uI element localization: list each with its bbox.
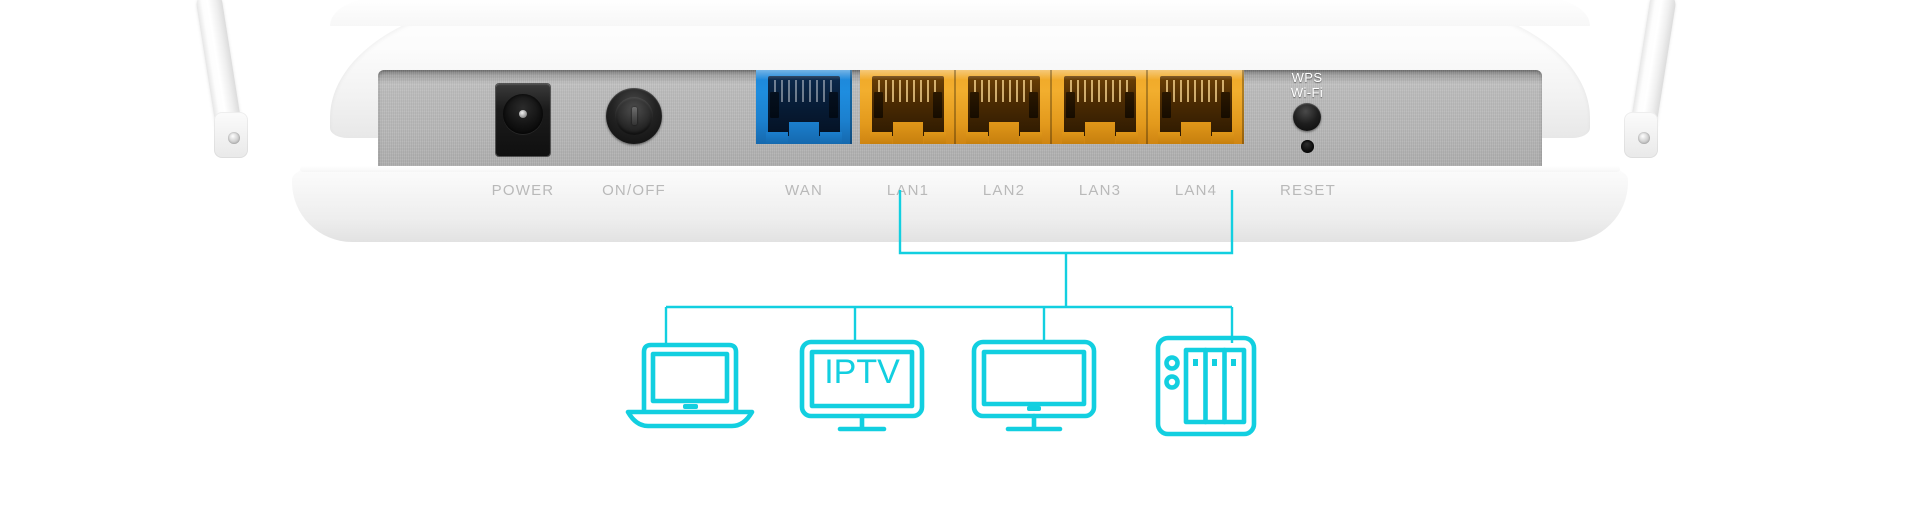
device-laptop[interactable] bbox=[620, 330, 760, 440]
power-jack-port[interactable] bbox=[496, 84, 550, 156]
label-lan2: LAN2 bbox=[982, 182, 1026, 199]
lan4-port-tab-notch bbox=[1181, 122, 1211, 144]
lan4-port[interactable] bbox=[1148, 70, 1244, 144]
lan4-port-shoulder-left bbox=[1158, 132, 1180, 144]
lan2-port-tab-notch bbox=[989, 122, 1019, 144]
lan2-port-clip-left bbox=[970, 92, 979, 118]
label-lan1: LAN1 bbox=[886, 182, 930, 199]
laptop-icon bbox=[625, 342, 755, 429]
wan-port-tab-notch bbox=[789, 122, 819, 144]
lan1-port-divider bbox=[954, 70, 956, 144]
wan-port-shoulder-right bbox=[820, 132, 842, 144]
lan3-port-tab-notch bbox=[1085, 122, 1115, 144]
label-lan3: LAN3 bbox=[1078, 182, 1122, 199]
monitor-icon bbox=[971, 339, 1097, 432]
lan1-port-pins bbox=[878, 80, 938, 102]
wan-port-clip-left bbox=[770, 92, 779, 118]
wan-port[interactable] bbox=[756, 70, 852, 144]
lan4-port-pins bbox=[1166, 80, 1226, 102]
device-monitor[interactable] bbox=[964, 330, 1104, 440]
lan1-port[interactable] bbox=[860, 70, 956, 144]
iptv-label: IPTV bbox=[824, 353, 900, 391]
router-body: WPS Wi-Fi POWER ON/OFF WAN LAN1 LAN2 LAN… bbox=[260, 0, 1660, 250]
lan3-port-shoulder-right bbox=[1116, 132, 1138, 144]
lan4-port-shoulder-right bbox=[1212, 132, 1234, 144]
lan3-port[interactable] bbox=[1052, 70, 1148, 144]
wan-port-gloss bbox=[756, 70, 852, 80]
wps-wifi-label: WPS Wi-Fi bbox=[1262, 70, 1352, 100]
lan1-port-gloss bbox=[860, 70, 956, 80]
lan1-port-shoulder-left bbox=[870, 132, 892, 144]
lan3-port-clip-left bbox=[1066, 92, 1075, 118]
device-iptv[interactable]: IPTV bbox=[792, 330, 932, 440]
lan3-port-pins bbox=[1070, 80, 1130, 102]
lan4-port-gloss bbox=[1148, 70, 1244, 80]
lan4-port-clip-right bbox=[1221, 92, 1230, 118]
lan1-port-clip-left bbox=[874, 92, 883, 118]
label-onoff: ON/OFF bbox=[602, 182, 666, 199]
device-nas[interactable] bbox=[1136, 330, 1276, 440]
lan2-port-shoulder-right bbox=[1020, 132, 1042, 144]
power-jack-pin bbox=[519, 110, 527, 118]
lan2-port-gloss bbox=[956, 70, 1052, 80]
lan2-port[interactable] bbox=[956, 70, 1052, 144]
router-base-highlight bbox=[300, 166, 1620, 172]
lan3-port-shoulder-left bbox=[1062, 132, 1084, 144]
antenna-screw-far-left bbox=[228, 132, 240, 144]
port-labels-row: POWER ON/OFF WAN LAN1 LAN2 LAN3 LAN4 RES… bbox=[378, 182, 1542, 204]
lan3-port-clip-right bbox=[1125, 92, 1134, 118]
nas-bay-led-1 bbox=[1193, 359, 1198, 366]
lan2-port-clip-right bbox=[1029, 92, 1038, 118]
wps-label-line1: WPS bbox=[1291, 70, 1323, 85]
router-port-panel: WPS Wi-Fi bbox=[378, 70, 1542, 178]
nas-bay-led-3 bbox=[1231, 359, 1236, 366]
nas-bay-led-2 bbox=[1212, 359, 1217, 366]
wan-port-clip-right bbox=[829, 92, 838, 118]
lan2-port-divider bbox=[1050, 70, 1052, 144]
antenna-screw-far-right bbox=[1638, 132, 1650, 144]
label-reset: RESET bbox=[1279, 182, 1337, 199]
lan2-port-pins bbox=[974, 80, 1034, 102]
nas-icon bbox=[1155, 335, 1257, 437]
wan-port-pins bbox=[774, 80, 834, 102]
router-top-edge bbox=[330, 0, 1590, 26]
wan-port-divider bbox=[850, 70, 852, 144]
wps-wifi-button[interactable] bbox=[1293, 103, 1321, 131]
lan2-port-shoulder-left bbox=[966, 132, 988, 144]
lan1-port-shoulder-right bbox=[924, 132, 946, 144]
label-lan4: LAN4 bbox=[1174, 182, 1218, 199]
wps-label-line2: Wi-Fi bbox=[1290, 85, 1324, 100]
lan3-port-gloss bbox=[1052, 70, 1148, 80]
lan1-port-tab-notch bbox=[893, 122, 923, 144]
wan-port-shoulder-left bbox=[766, 132, 788, 144]
lan4-port-clip-left bbox=[1162, 92, 1171, 118]
lan4-port-divider bbox=[1242, 70, 1244, 144]
laptop-trackpad-notch bbox=[683, 404, 698, 409]
power-on-off-button[interactable] bbox=[606, 88, 662, 144]
iptv-icon bbox=[799, 339, 925, 432]
label-wan: WAN bbox=[784, 182, 824, 199]
lan3-port-divider bbox=[1146, 70, 1148, 144]
reset-pinhole[interactable] bbox=[1301, 140, 1314, 153]
monitor-indicator bbox=[1027, 406, 1041, 411]
power-button-bar-icon bbox=[631, 107, 637, 125]
label-power: POWER bbox=[491, 182, 555, 199]
lan1-port-clip-right bbox=[933, 92, 942, 118]
connected-devices-row: IPTV bbox=[620, 330, 1310, 440]
